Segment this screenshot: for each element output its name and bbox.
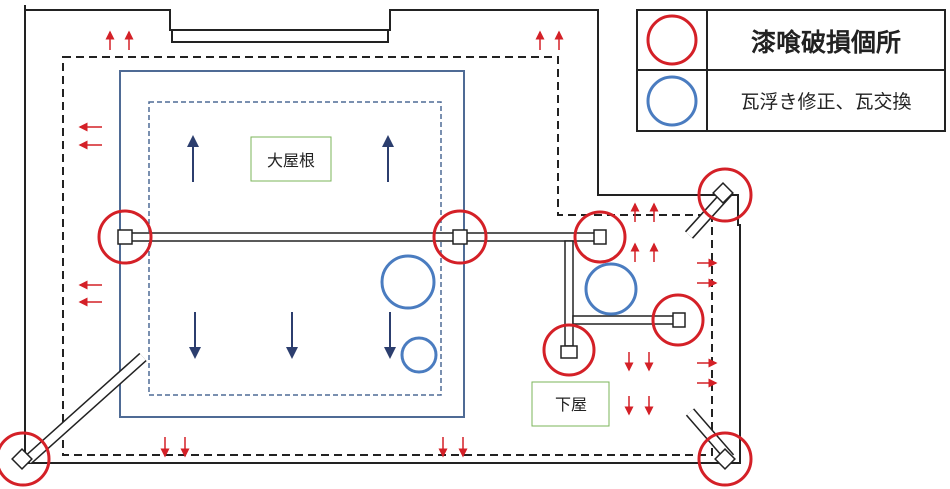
repair-marker [584, 262, 638, 316]
repair-marker [380, 254, 436, 310]
main-roof-label: 大屋根 [267, 151, 315, 170]
damage-marker [97, 209, 153, 265]
legend-red-circle-icon [646, 14, 698, 66]
damage-marker [0, 431, 51, 487]
legend-blue-circle-icon [646, 75, 698, 127]
main-roof-label-box [250, 136, 332, 182]
main-roof-inner-dashed [148, 101, 442, 396]
ridge-end-caps [11, 182, 736, 470]
eave-flow-arrows [78, 30, 718, 458]
damage-markers [0, 167, 753, 487]
main-ridge [124, 232, 461, 242]
damage-marker [432, 209, 488, 265]
damage-marker [542, 323, 596, 377]
main-roof-outline [119, 70, 465, 418]
legend-label-repair: 瓦浮き修正、瓦交換 [740, 91, 911, 113]
main-roof-flow-arrows [187, 135, 396, 359]
repair-marker [400, 336, 438, 374]
lower-roof-label-box [531, 381, 610, 427]
damage-marker [697, 431, 753, 487]
damage-marker [697, 167, 753, 223]
legend: 漆喰破損個所 瓦浮き修正、瓦交換 [636, 9, 946, 132]
building-outline [24, 5, 741, 464]
lower-horizontal-ridge [572, 315, 679, 325]
lower-roof-label: 下屋 [555, 395, 587, 414]
damage-marker [573, 210, 627, 264]
top-recess [171, 29, 389, 43]
repair-markers [380, 254, 638, 374]
damage-marker [651, 293, 705, 347]
lower-vertical-ridge [564, 240, 574, 347]
legend-label-damage: 漆喰破損個所 [751, 28, 901, 57]
lower-ridge [459, 232, 601, 242]
